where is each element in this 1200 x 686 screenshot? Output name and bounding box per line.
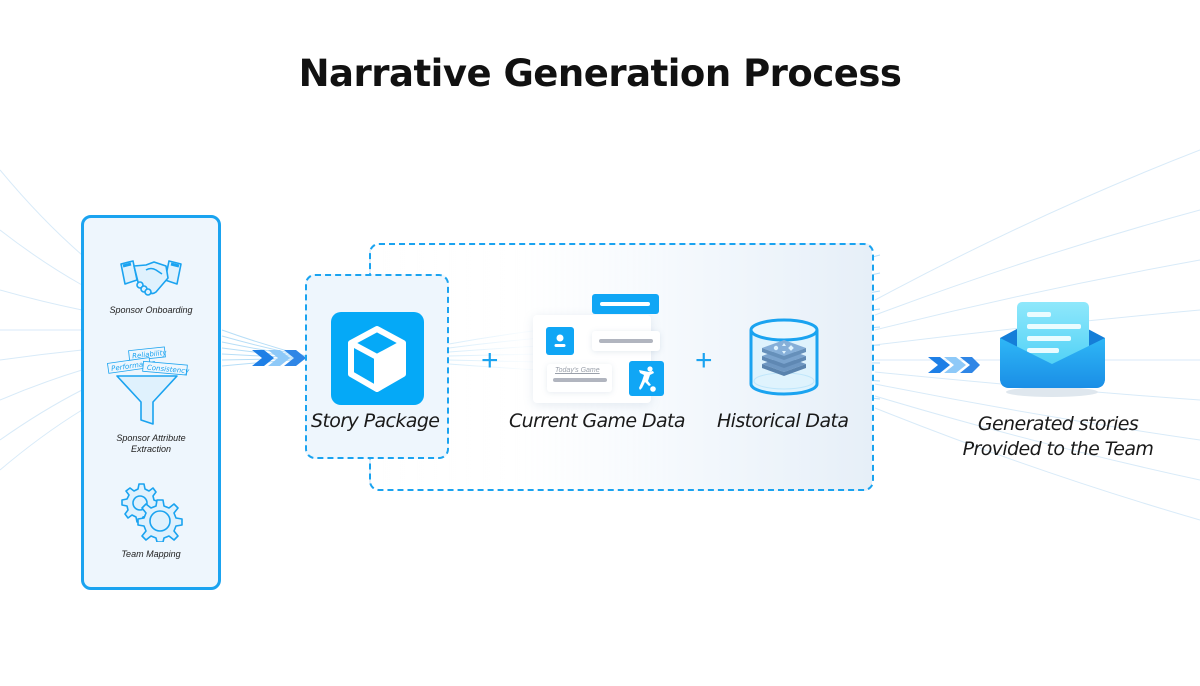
story-package-tile: [331, 312, 424, 405]
background-ray: [0, 409, 83, 471]
sponsor-inputs-panel: Sponsor Onboarding Reliability Performan…: [81, 215, 221, 590]
plus-operator-2: +: [695, 344, 713, 377]
panel-item-team-mapping: Team Mapping: [84, 480, 218, 560]
historical-data-label: Historical Data: [717, 410, 849, 432]
soccer-player-icon: [629, 361, 664, 396]
envelope-icon: [1000, 302, 1105, 397]
current-game-data-label: Current Game Data: [509, 410, 686, 432]
todays-game-card: Today's Game: [547, 364, 612, 392]
tag-reliability: Reliability: [132, 349, 168, 361]
gears-icon: [121, 483, 183, 543]
page-title: Narrative Generation Process: [298, 52, 902, 95]
tag-consistency: Consistency: [147, 364, 191, 376]
player-avatar-icon: [546, 327, 574, 355]
team-mapping-label: Team Mapping: [121, 549, 181, 559]
background-ray: [874, 407, 1200, 521]
game-card-line: [592, 331, 660, 351]
funnel-icon: Reliability Performance Consistency: [107, 346, 191, 425]
background-ray: [874, 383, 1200, 441]
database-icon: [749, 318, 819, 396]
background-ray: [0, 369, 83, 401]
sponsor-attribute-extraction-label: Sponsor Attribute Extraction: [116, 433, 186, 454]
output-label: Generated stories Provided to the Team: [962, 413, 1154, 460]
background-ray: [874, 149, 1200, 301]
sponsor-onboarding-label: Sponsor Onboarding: [109, 305, 193, 315]
game-card-header: [592, 294, 659, 314]
panel-item-sponsor-attribute-extraction: Reliability Performance Consistency Spon…: [84, 346, 218, 455]
background-ray: [0, 389, 83, 441]
background-ray: [0, 169, 83, 256]
handshake-icon: [120, 260, 182, 296]
todays-game-text: Today's Game: [555, 367, 600, 374]
background-ray: [874, 259, 1200, 331]
background-ray: [874, 395, 1200, 481]
cube-icon: [348, 326, 406, 392]
panel-item-sponsor-onboarding: Sponsor Onboarding: [84, 258, 218, 316]
background-ray: [0, 289, 83, 311]
background-ray: [874, 209, 1200, 316]
chevron-arrows-icon: [252, 350, 306, 366]
plus-operator-1: +: [481, 344, 499, 377]
story-package-label: Story Package: [311, 410, 440, 432]
chevron-arrows-output-icon: [928, 357, 980, 373]
background-ray: [0, 229, 83, 286]
background-ray: [0, 349, 83, 361]
